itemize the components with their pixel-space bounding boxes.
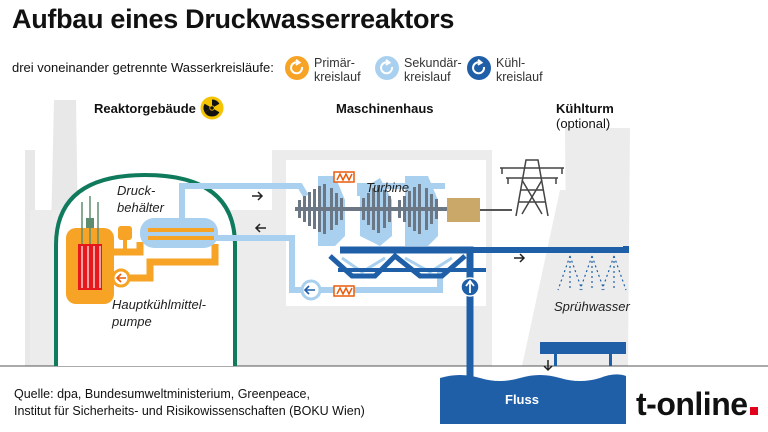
label-pressure-vessel: Druck-behälter xyxy=(117,183,164,215)
label-river: Fluss xyxy=(505,392,539,407)
generator xyxy=(447,198,480,222)
river xyxy=(440,374,626,424)
section-reactor-building: Reaktorgebäude xyxy=(94,101,196,116)
page-title: Aufbau eines Druckwasserreaktors xyxy=(12,4,455,34)
label-turbine: Turbine xyxy=(366,180,410,195)
heat-icon-bottom xyxy=(333,285,355,297)
cooling-pipe-outflow xyxy=(340,246,629,253)
steam-generator xyxy=(140,218,218,248)
circular-arrow-darkblue-icon xyxy=(467,56,491,80)
source-note: Quelle: dpa, Bundesumweltministerium, Gr… xyxy=(14,387,365,418)
circular-arrow-lightblue-icon xyxy=(375,56,399,80)
legend-secondary: Sekundär-kreislauf xyxy=(404,56,462,84)
legend-cooling: Kühl-kreislauf xyxy=(496,56,543,84)
section-cooling-tower: Kühlturm xyxy=(556,101,614,116)
cooling-tower-note: (optional) xyxy=(556,116,611,131)
subtitle: drei voneinander getrennte Wasserkreislä… xyxy=(12,60,274,75)
heat-icon-top xyxy=(333,171,355,183)
label-main-coolant-pump: Hauptkühlmittel-pumpe xyxy=(112,297,206,329)
legend-primary: Primär-kreislauf xyxy=(314,56,361,84)
reactor-pressure-vessel xyxy=(66,196,114,304)
transmission-tower-icon xyxy=(500,159,564,217)
flow-arrows xyxy=(252,191,553,372)
radiation-warning-icon xyxy=(200,96,224,120)
circular-arrow-orange-icon xyxy=(285,56,309,80)
label-spray-water: Sprühwasser xyxy=(554,299,630,314)
section-machine-house: Maschinenhaus xyxy=(336,101,434,116)
pressurizer xyxy=(118,226,132,240)
cooling-tower-pool xyxy=(540,342,626,354)
primary-pipe xyxy=(114,244,219,282)
turbine xyxy=(295,176,447,246)
brand-logo: t-online xyxy=(636,386,758,423)
spray-water-icon xyxy=(557,255,627,291)
